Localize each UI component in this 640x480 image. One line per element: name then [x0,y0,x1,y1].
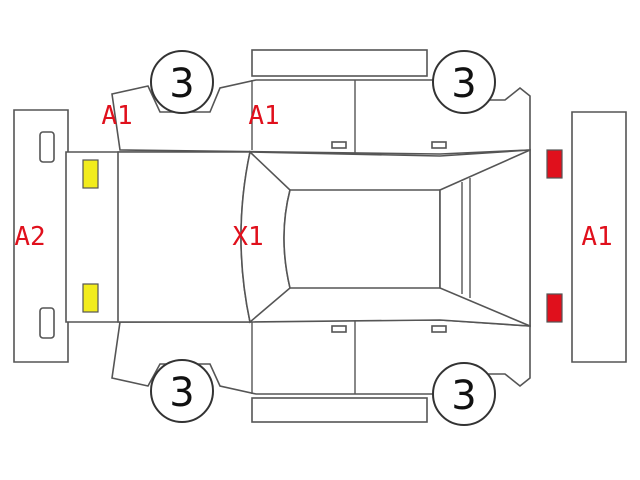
roof [283,189,441,289]
front-bumper [13,109,69,363]
wheel-bottom-left: 3 [150,359,214,423]
wheel-top-left-value: 3 [169,61,194,107]
wheel-top-right-value: 3 [451,61,476,107]
label-a1-front-quarter: A1 [101,101,132,131]
rear-lamp-top [546,149,563,179]
rear-bumper [571,111,627,363]
wheel-top-right: 3 [432,50,496,114]
car-top-body [65,148,531,328]
bottom-side-sill [251,397,428,423]
label-a1-front-door: A1 [248,101,279,131]
label-a2-front-bumper: A2 [14,222,45,252]
front-lamp-bottom [82,283,99,313]
label-x1-windshield: X1 [232,222,263,252]
wheel-bottom-right: 3 [432,362,496,426]
top-side-sill [251,49,428,77]
label-a1-rear-bumper: A1 [581,222,612,252]
rear-lamp-bottom [546,293,563,323]
wheel-bottom-left-value: 3 [169,370,194,416]
wheel-bottom-right-value: 3 [451,373,476,419]
front-lamp-top [82,159,99,189]
wheel-top-left: 3 [150,50,214,114]
